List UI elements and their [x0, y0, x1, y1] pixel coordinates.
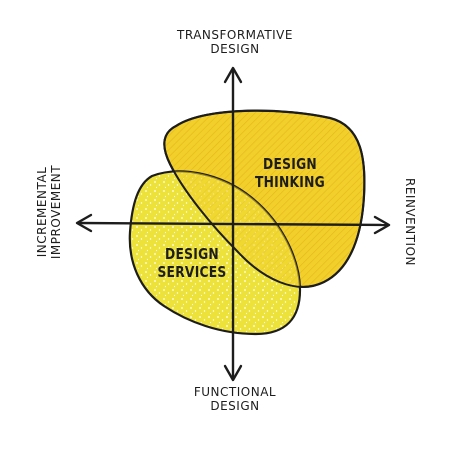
axis-label-bottom: FUNCTIONAL DESIGN [150, 385, 320, 413]
axis-label-left-line1: INCREMENTAL [35, 166, 49, 258]
design-services-title-line1: DESIGN [165, 245, 219, 263]
thinking-outline-overlap [163, 109, 366, 288]
axis-label-left-line2: IMPROVEMENT [49, 164, 63, 260]
axis-label-bottom-line1: FUNCTIONAL [193, 385, 277, 399]
arrow-up-icon [223, 66, 243, 84]
axis-label-top-line2: DESIGN [210, 42, 260, 56]
arrow-right-icon [373, 215, 391, 235]
axis-label-top-line1: TRANSFORMATIVE [177, 28, 293, 42]
design-thinking-title-line1: DESIGN [263, 155, 317, 173]
design-thinking-title-line2: THINKING [254, 173, 326, 191]
axis-label-top: TRANSFORMATIVE DESIGN [150, 28, 320, 56]
design-services-title-line2: SERVICES [157, 263, 227, 281]
design-services-title: DESIGN SERVICES [151, 245, 233, 281]
arrow-left-icon [75, 213, 93, 233]
design-thinking-title: DESIGN THINKING [249, 155, 331, 191]
axis-label-bottom-line2: DESIGN [210, 399, 260, 413]
arrow-down-icon [223, 364, 243, 382]
axis-label-right-line1: REINVENTION [403, 178, 417, 266]
horizontal-axis [77, 221, 389, 227]
